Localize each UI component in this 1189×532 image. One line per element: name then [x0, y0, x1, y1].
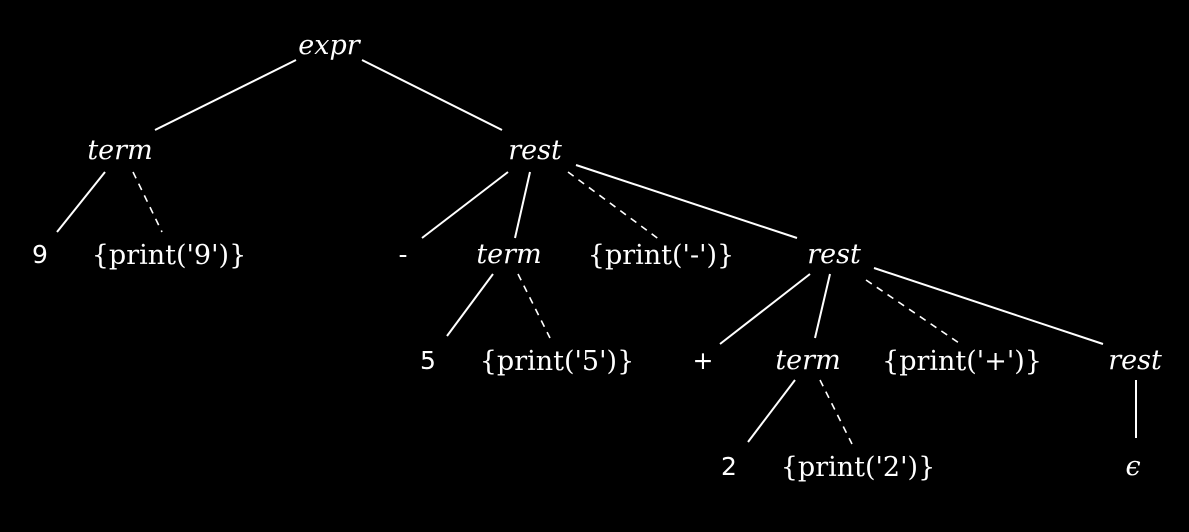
node-action-print-2: {print('2')}	[781, 452, 936, 483]
node-action-print-plus: {print('+')}	[882, 346, 1042, 377]
node-term: term	[476, 239, 541, 270]
edge-rest-rest	[575, 164, 798, 239]
node-digit-9: 9	[32, 240, 48, 269]
node-action-print-9: {print('9')}	[92, 240, 247, 271]
edge-expr-rest	[361, 59, 503, 131]
tree-edges	[56, 59, 1137, 445]
node-expr: expr	[298, 30, 361, 61]
edge-rest-minus	[421, 171, 509, 239]
edge-expr-term	[154, 59, 297, 131]
node-action-print-5: {print('5')}	[480, 346, 635, 377]
edge-term-print2	[819, 379, 853, 445]
node-rest: rest	[508, 135, 562, 166]
edge-rest-term	[514, 171, 531, 239]
edge-rest-printminus	[567, 171, 661, 241]
node-term: term	[87, 135, 152, 166]
edge-term-2	[747, 379, 796, 443]
edge-rest-printplus	[865, 279, 963, 346]
edge-term-print5	[517, 273, 551, 339]
node-minus: -	[398, 240, 407, 269]
edge-term-5	[446, 273, 494, 337]
node-epsilon: ϵ	[1125, 451, 1140, 482]
edge-rest-term-2	[814, 273, 831, 339]
node-digit-5: 5	[420, 346, 436, 375]
edge-rest-plus	[719, 273, 811, 345]
node-rest: rest	[807, 239, 861, 270]
node-action-print-minus: {print('-')}	[588, 240, 734, 271]
node-rest: rest	[1108, 345, 1162, 376]
tree-nodes: expr term rest 9 {print('9')} - term {pr…	[32, 30, 1162, 483]
edge-term-print9	[132, 171, 163, 233]
node-plus: +	[693, 346, 714, 375]
node-digit-2: 2	[721, 452, 737, 481]
node-term: term	[775, 345, 840, 376]
edge-rest-rest-2	[873, 267, 1104, 345]
edge-term-9	[56, 171, 106, 233]
